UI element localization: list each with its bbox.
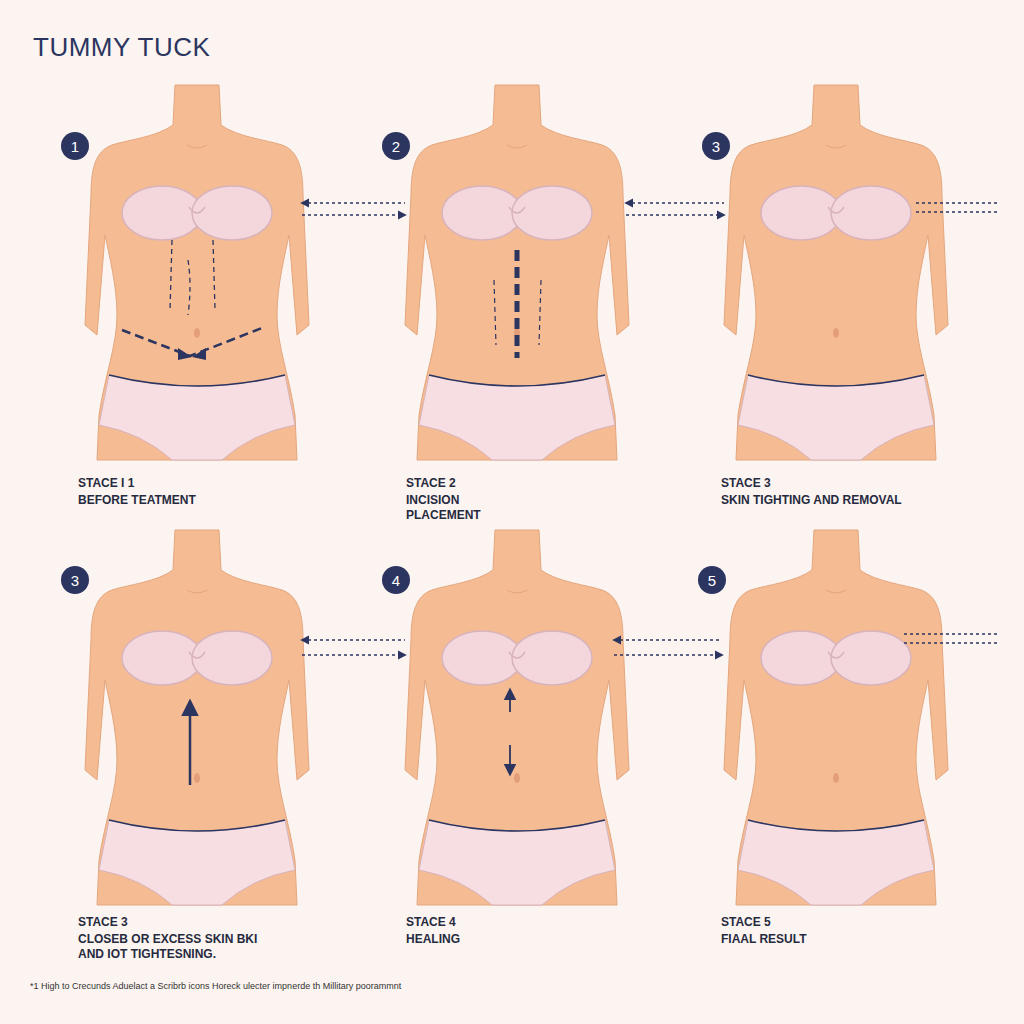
- stage-description: SKIN TIGHTING AND REMOVAL: [721, 493, 902, 508]
- stage-label: STACE 3: [78, 915, 128, 930]
- diagram-title: TUMMY TUCK: [33, 32, 210, 63]
- callout-circle: 3: [702, 132, 730, 160]
- callout-circle: 4: [382, 566, 410, 594]
- stage-label: STACE 4: [406, 915, 456, 930]
- stage-label: STACE 2: [406, 476, 456, 491]
- stage-description: FIAAL RESULT: [721, 932, 807, 947]
- callout-circle: 5: [698, 566, 726, 594]
- callout-number: 4: [392, 572, 400, 589]
- stage-label: STACE I 1: [78, 476, 134, 491]
- stage-label: STACE 5: [721, 915, 771, 930]
- callout-number: 3: [71, 572, 79, 589]
- callout-circle: 1: [61, 132, 89, 160]
- callout-number: 5: [708, 572, 716, 589]
- callout-circle: 2: [382, 132, 410, 160]
- footnote: *1 High to Crecunds Aduelact a Scribrb i…: [30, 981, 401, 991]
- stage-description: CLOSEB OR EXCESS SKIN BKI AND IOT TIGHTE…: [78, 932, 278, 962]
- callout-number: 3: [712, 138, 720, 155]
- callout-number: 2: [392, 138, 400, 155]
- callout-circle: 3: [61, 566, 89, 594]
- callout-number: 1: [71, 138, 79, 155]
- stage-description: INCISION PLACEMENT: [406, 493, 506, 523]
- stage-description: BEFORE TEATMENT: [78, 493, 196, 508]
- stage-label: STACE 3: [721, 476, 771, 491]
- stage-description: HEALING: [406, 932, 460, 947]
